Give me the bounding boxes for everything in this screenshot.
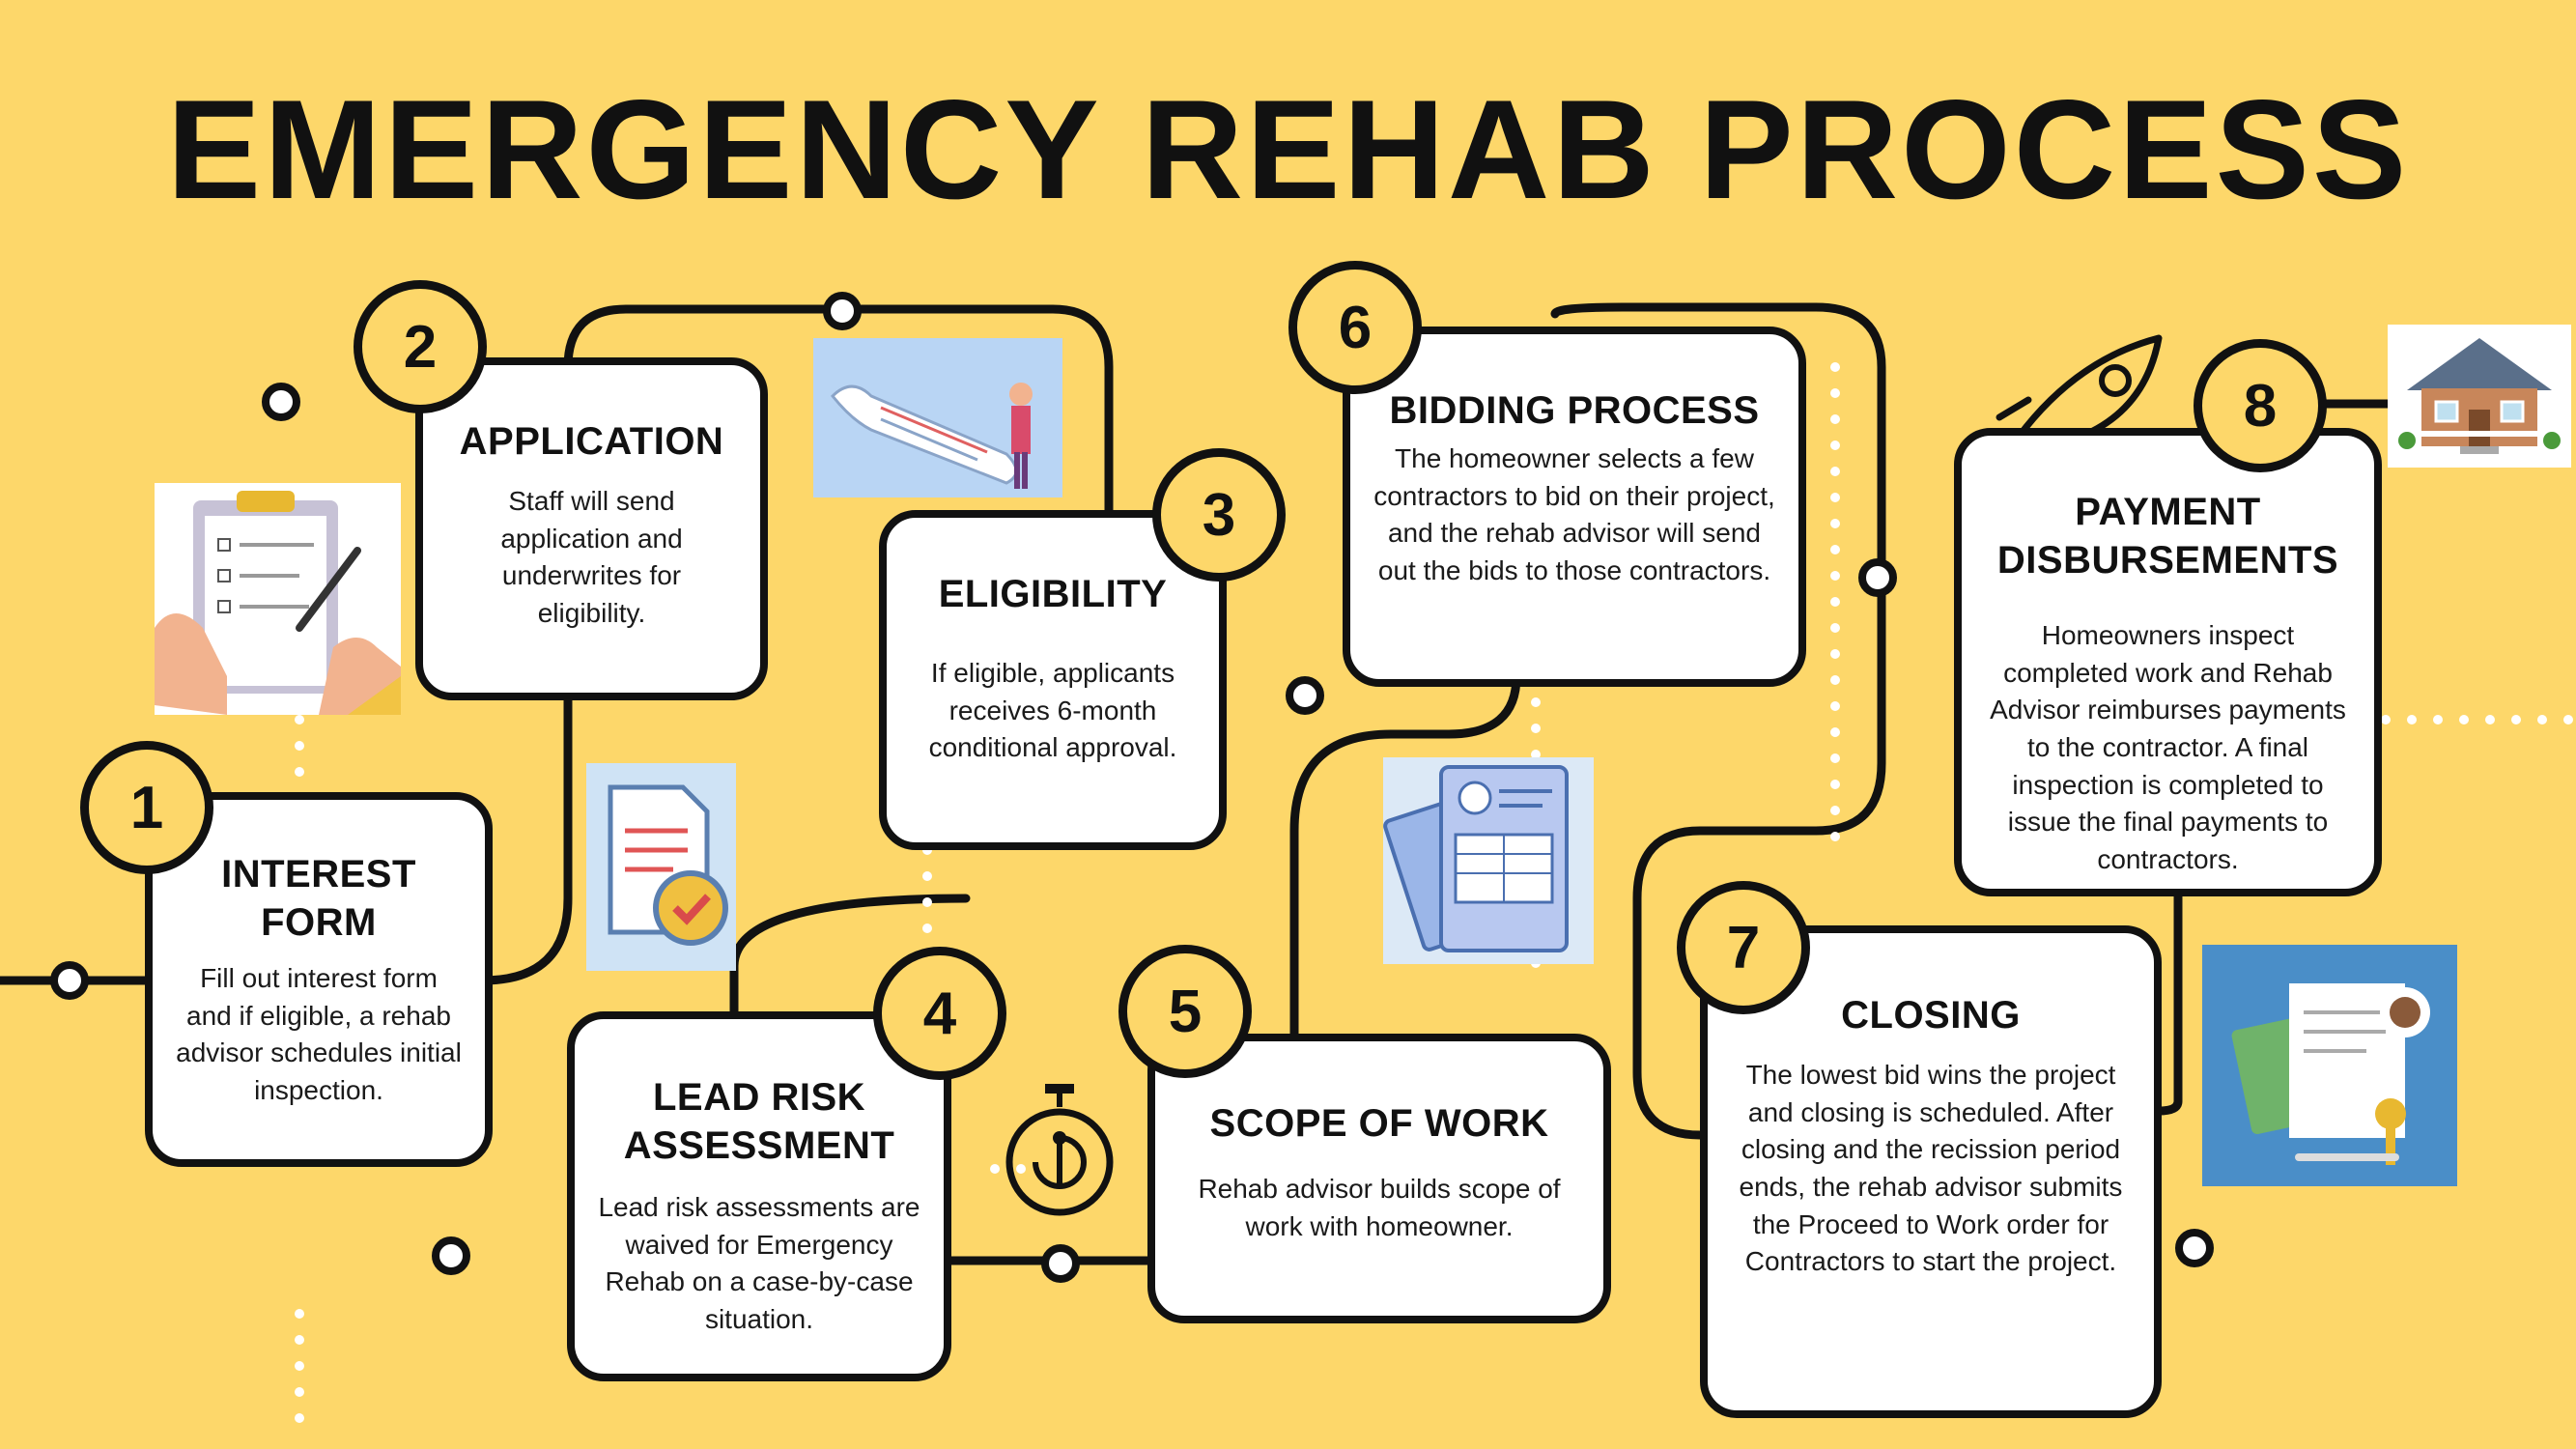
step-number-badge: 2 xyxy=(354,280,487,413)
step-card-1: INTEREST FORM Fill out interest form and… xyxy=(145,792,493,1167)
rocket-icon xyxy=(1996,334,2163,445)
path-node xyxy=(1858,558,1897,597)
step-card-7: CLOSING The lowest bid wins the project … xyxy=(1700,925,2162,1418)
path-node xyxy=(2175,1229,2214,1267)
path-node xyxy=(50,961,89,1000)
step-number-badge: 6 xyxy=(1288,261,1422,394)
step-title: ELIGIBILITY xyxy=(938,573,1168,615)
step-description: The lowest bid wins the project and clos… xyxy=(1739,1060,2123,1277)
step-card-3: ELIGIBILITY If eligible, applicants rece… xyxy=(879,510,1227,850)
step-description: If eligible, applicants receives 6-month… xyxy=(928,658,1177,763)
step-title: SCOPE OF WORK xyxy=(1209,1102,1549,1145)
clipboard-icon xyxy=(155,483,401,715)
step-title: BIDDING PROCESS xyxy=(1389,389,1760,432)
document-check-icon xyxy=(586,763,736,971)
house-icon xyxy=(2388,325,2571,468)
step-description: The homeowner selects a few contractors … xyxy=(1373,443,1775,585)
step-title: CLOSING xyxy=(1841,994,2021,1037)
step-title: INTEREST FORM xyxy=(221,853,416,944)
step-card-8: PAYMENT DISBURSEMENTS Homeowners inspect… xyxy=(1954,428,2382,896)
path-node xyxy=(262,383,300,421)
path-node xyxy=(1286,676,1324,715)
step-title: PAYMENT DISBURSEMENTS xyxy=(1996,491,2339,582)
path-node xyxy=(823,292,862,330)
step-title: LEAD RISK ASSESSMENT xyxy=(623,1076,895,1167)
stopwatch-icon xyxy=(1005,1084,1114,1216)
paper-scroll-icon xyxy=(813,338,1062,497)
step-description: Staff will send application and underwri… xyxy=(500,486,683,628)
step-card-6: BIDDING PROCESS The homeowner selects a … xyxy=(1343,327,1806,687)
money-keys-icon xyxy=(2202,945,2457,1186)
step-number-badge: 3 xyxy=(1152,448,1286,582)
contract-papers-icon xyxy=(1383,757,1594,964)
page-title: EMERGENCY REHAB PROCESS xyxy=(166,71,2410,228)
step-number-badge: 8 xyxy=(2194,339,2327,472)
step-number-badge: 1 xyxy=(80,741,213,874)
step-card-4: LEAD RISK ASSESSMENT Lead risk assessmen… xyxy=(567,1011,951,1381)
step-card-5: SCOPE OF WORK Rehab advisor builds scope… xyxy=(1147,1034,1611,1323)
path-node xyxy=(1041,1244,1080,1283)
step-number-badge: 7 xyxy=(1677,881,1810,1014)
path-node xyxy=(432,1236,470,1275)
step-title: APPLICATION xyxy=(459,420,724,463)
step-description: Homeowners inspect completed work and Re… xyxy=(1990,620,2346,874)
step-card-2: APPLICATION Staff will send application … xyxy=(415,357,768,700)
step-description: Fill out interest form and if eligible, … xyxy=(176,963,462,1105)
step-description: Rehab advisor builds scope of work with … xyxy=(1198,1174,1561,1241)
step-number-badge: 5 xyxy=(1118,945,1252,1078)
step-number-badge: 4 xyxy=(873,947,1006,1080)
step-description: Lead risk assessments are waived for Eme… xyxy=(598,1192,920,1334)
